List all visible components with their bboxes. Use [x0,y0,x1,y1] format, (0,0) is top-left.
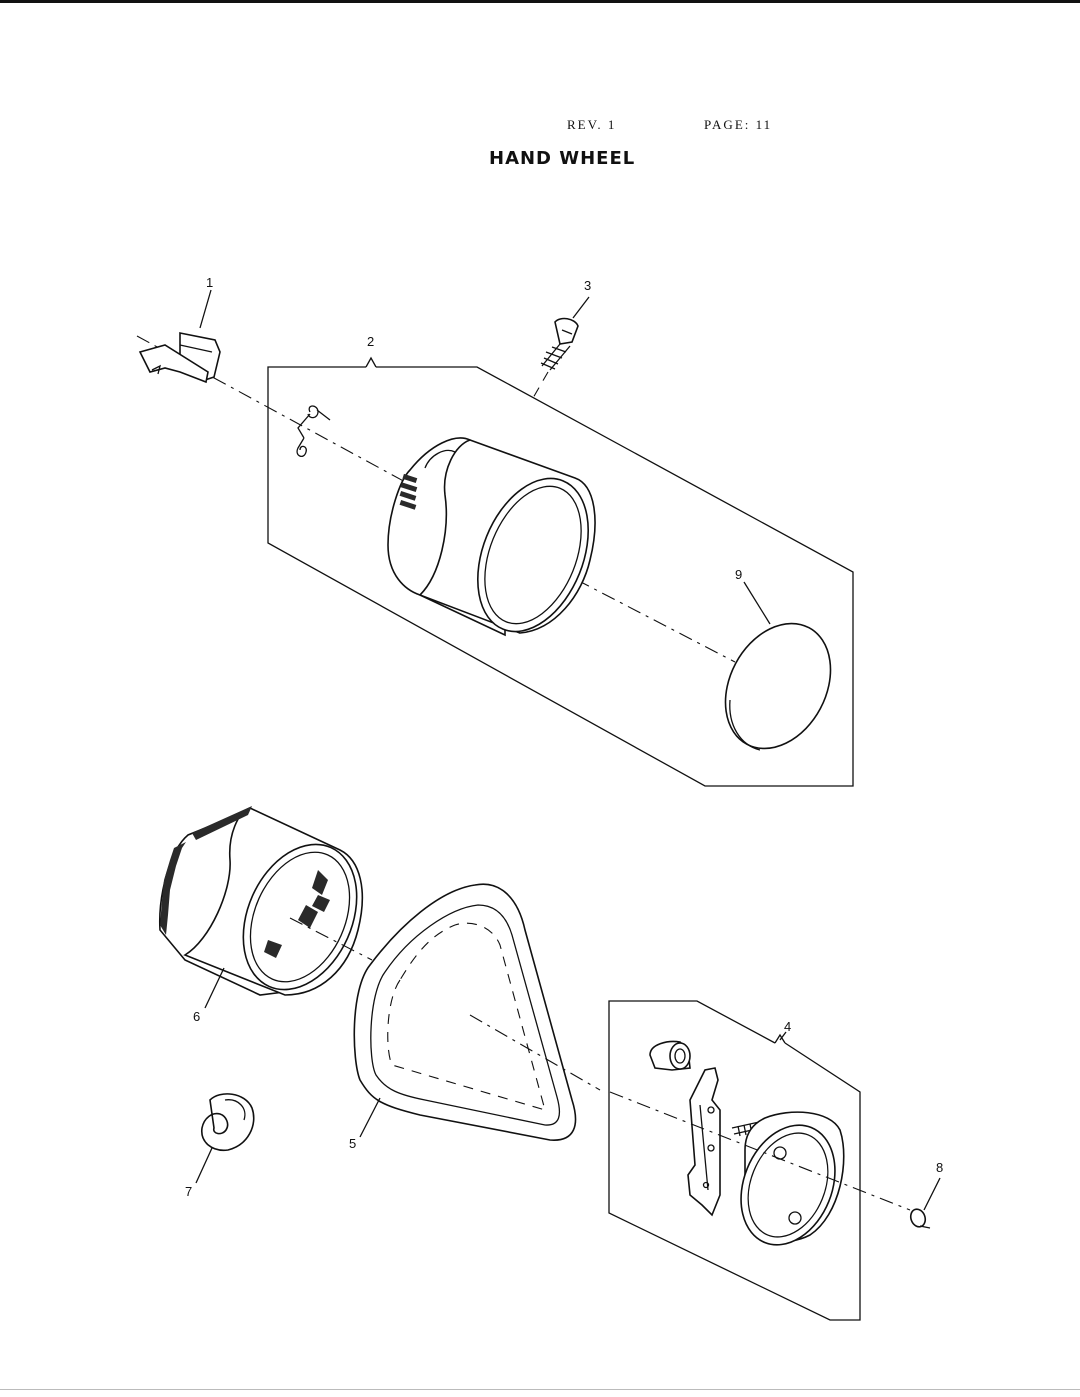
part-9-cap [724,622,832,751]
belt-axis [469,1014,601,1091]
callout-5: 5 [349,1136,356,1151]
screw-axis [532,371,549,399]
wheel-cover [740,1111,845,1246]
part-1-clip [138,332,221,384]
callout-9: 9 [735,567,742,582]
top-border [0,0,1080,3]
part-6-pulley [158,806,364,996]
callout-3: 3 [584,278,591,293]
roller [649,1040,691,1071]
lever-arm [687,1067,721,1217]
part-3-screw [540,317,579,371]
callout-8: 8 [936,1160,943,1175]
spring-wire [296,405,331,457]
part-5-belt [353,883,577,1141]
callout-7: 7 [185,1184,192,1199]
callout-4: 4 [784,1019,791,1034]
callout-1: 1 [206,275,213,290]
part-8-cap [909,1208,931,1229]
callout-2: 2 [367,334,374,349]
leader-lines [195,289,941,1211]
assembly-axis-upper [136,335,421,491]
bobbin-winder-panel [608,1000,861,1321]
bottom-border [0,1389,1080,1390]
lower-axis [609,1091,911,1211]
hand-wheel-body [387,437,596,637]
page-number: PAGE: 11 [704,117,773,132]
callout-6: 6 [193,1009,200,1024]
page-title: HAND WHEEL [489,148,636,169]
part-7-eclip [201,1093,255,1152]
hand-wheel-assembly-panel [267,356,854,787]
revision-label: REV. 1 [567,117,617,132]
